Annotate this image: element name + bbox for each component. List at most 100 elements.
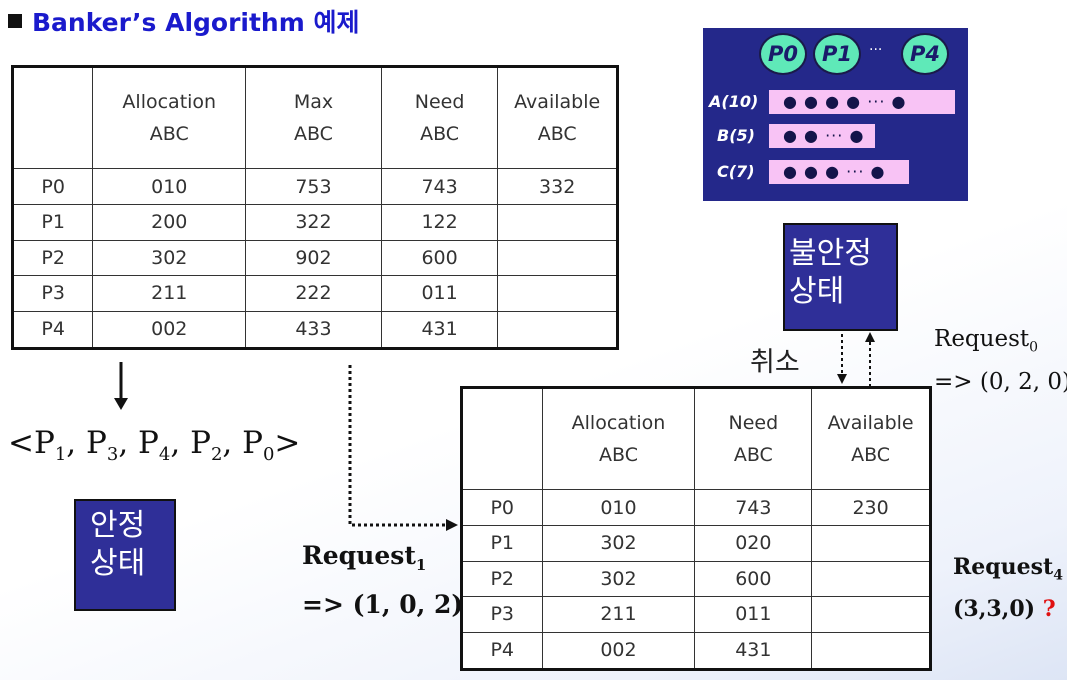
resource-b-label: B(5)	[717, 126, 755, 145]
cancel-label: 취소	[750, 347, 800, 378]
t2-header-sub: ABC	[599, 444, 638, 467]
t2-cell: 302	[541, 524, 696, 562]
seq-sep: ,	[170, 425, 191, 461]
seq-sep: ,	[66, 425, 87, 461]
resource-c-dots: ● ● ● ··· ●	[783, 162, 886, 181]
t2-header-title: Available	[827, 412, 914, 435]
t1-header-cell	[11, 65, 94, 170]
t1-cell: 302	[92, 239, 247, 277]
seq-index: 4	[158, 444, 171, 466]
t1-cell: P1	[11, 203, 94, 241]
t1-cell: 002	[92, 310, 247, 350]
resource-b-dots: ● ● ··· ●	[783, 126, 865, 145]
t2-cell: 230	[811, 489, 931, 526]
seq-process: P	[86, 425, 107, 461]
seq-close: >	[274, 425, 301, 461]
t1-header-title: Allocation	[122, 91, 217, 114]
t1-cell: 011	[380, 275, 499, 312]
t2-cell: 010	[541, 489, 696, 526]
t2-cell	[811, 596, 931, 633]
process-p1-icon: P1	[813, 33, 861, 75]
t2-cell: P3	[461, 596, 543, 633]
unsafe-state-box: 불안정 상태	[783, 223, 898, 331]
safe-sequence: <P1, P3, P4, P2, P0>	[8, 425, 300, 465]
t1-cell	[497, 239, 618, 277]
t1-cell: P0	[11, 168, 94, 205]
t1-cell	[497, 203, 618, 241]
slide-title: Banker’s Algorithm 예제	[8, 4, 359, 38]
seq-sep: ,	[222, 425, 243, 461]
t1-header-title: Need	[414, 91, 465, 114]
t1-cell	[497, 275, 618, 312]
resource-diagram: P0 P1 ··· P4 A(10) ● ● ● ● ··· ● B(5) ● …	[703, 28, 968, 201]
seq-index: 1	[54, 444, 67, 466]
request4-sub: 4	[1053, 567, 1063, 584]
seq-index: 3	[106, 444, 119, 466]
seq-process: P	[138, 425, 159, 461]
resource-a-dots: ● ● ● ● ··· ●	[783, 92, 907, 111]
t1-cell: 211	[92, 275, 247, 312]
t1-cell: 200	[92, 203, 247, 241]
t2-cell: 302	[541, 560, 696, 598]
safe-state-box: 안정 상태	[74, 499, 176, 611]
request1-sub: 1	[415, 556, 427, 574]
t1-cell: 902	[245, 239, 382, 277]
t1-cell: 332	[497, 168, 618, 205]
resource-b-bar: ● ● ··· ●	[769, 124, 875, 148]
t2-cell: P1	[461, 524, 543, 562]
t1-cell: 431	[380, 310, 499, 350]
t2-cell: 011	[694, 596, 813, 633]
process-ellipsis: ···	[869, 42, 883, 58]
resource-a-label: A(10)	[709, 92, 759, 111]
t2-cell	[811, 560, 931, 598]
safe-state-line1: 안정	[90, 508, 146, 543]
seq-process: P	[190, 425, 211, 461]
request1-word: Request	[302, 541, 416, 570]
seq-process: P	[33, 425, 55, 461]
t2-cell: 743	[694, 489, 813, 526]
request4-value: (3,3,0)	[953, 596, 1036, 623]
seq-index: 2	[210, 444, 223, 466]
t2-cell: 431	[694, 631, 813, 671]
t2-cell: P4	[461, 631, 543, 671]
t1-cell: P2	[11, 239, 94, 277]
seq-index: 0	[262, 444, 275, 466]
t1-header-title: Max	[293, 91, 334, 114]
process-p0-icon: P0	[759, 33, 807, 75]
request4-word: Request	[953, 554, 1054, 580]
request4-label: Request4 (3,3,0) ?	[953, 550, 1063, 626]
t2-cell: 211	[541, 596, 696, 633]
seq-sep: ,	[118, 425, 139, 461]
t2-cell: P0	[461, 489, 543, 526]
t2-cell	[811, 631, 931, 671]
request0-word: Request	[934, 326, 1030, 352]
t1-cell: 122	[380, 203, 499, 241]
request0-value: => (0, 2, 0)	[934, 368, 1067, 395]
down-arrow-icon	[110, 362, 132, 416]
t1-cell: 433	[245, 310, 382, 350]
request1-value: => (1, 0, 2)	[302, 590, 464, 619]
t2-cell	[811, 524, 931, 562]
rollback-arrows	[830, 330, 880, 392]
request1-label: Request1 => (1, 0, 2)	[302, 536, 463, 625]
t1-cell: 222	[245, 275, 382, 312]
question-mark: ?	[1042, 596, 1056, 623]
safe-state-line2: 상태	[90, 546, 146, 581]
t2-header-sub: ABC	[851, 444, 891, 467]
request0-label: Request0 => (0, 2, 0)	[934, 322, 1067, 399]
